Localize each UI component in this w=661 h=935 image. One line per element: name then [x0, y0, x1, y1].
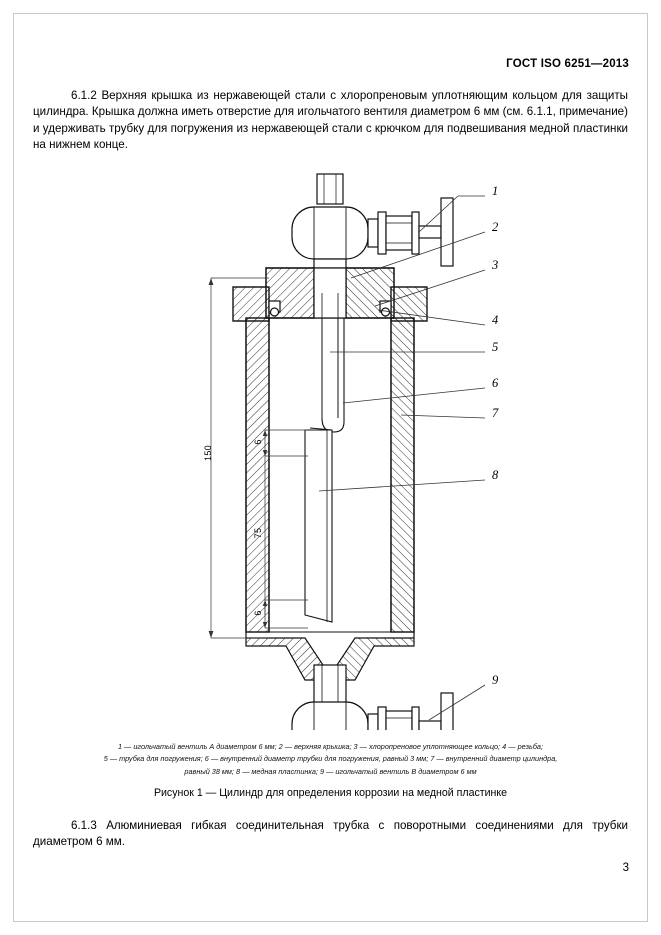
paragraph-6-1-2-number: 6.1.2	[71, 89, 97, 102]
bottom-needle-valve-assembly	[291, 692, 454, 730]
figure-legend: 1 — игольчатый вентиль А диаметром 6 мм;…	[45, 741, 616, 778]
dimension-top-gap: 6	[253, 439, 263, 445]
callout-5: 5	[492, 340, 499, 354]
copper-plate	[304, 427, 333, 623]
figure-caption: Рисунок 1 — Цилиндр для определения корр…	[153, 787, 508, 799]
dimension-plate-length: 75	[253, 527, 263, 539]
dimension-overall-length: 150	[203, 445, 213, 461]
callout-6: 6	[492, 376, 499, 390]
immersion-tube	[310, 318, 345, 443]
callout-3: 3	[492, 258, 499, 272]
callout-8: 8	[492, 468, 499, 482]
standard-header: ГОСТ ISO 6251—2013	[506, 58, 629, 70]
callout-leader-lines	[318, 195, 486, 721]
callout-4: 4	[492, 313, 499, 327]
paragraph-6-1-3-number: 6.1.3	[71, 819, 97, 832]
top-lid-flange	[265, 267, 395, 319]
bottom-neck	[313, 664, 347, 706]
callout-1: 1	[492, 184, 499, 198]
figure-legend-line-1: 1 — игольчатый вентиль А диаметром 6 мм;…	[117, 742, 544, 751]
callout-2: 2	[492, 220, 499, 234]
cylinder-top-collar	[232, 286, 428, 322]
page-number: 3	[622, 862, 629, 874]
paragraph-6-1-2: 6.1.2 Верхняя крышка из нержавеющей стал…	[33, 88, 628, 153]
paragraph-6-1-3: 6.1.3 Алюминиевая гибкая соединительная …	[33, 818, 628, 851]
cylinder-technical-drawing	[208, 173, 486, 730]
paragraph-6-1-3-text: Алюминиевая гибкая соединительная трубка…	[33, 819, 628, 849]
figure-legend-line-3: равный 38 мм; 8 — медная пластинка; 9 — …	[184, 766, 477, 776]
paragraph-6-1-2-text: Верхняя крышка из нержавеющей стали с хл…	[33, 89, 628, 151]
callout-7: 7	[492, 406, 499, 420]
figure-legend-line-2: 5 — трубка для погружения; 6 — внутренни…	[103, 754, 558, 764]
dimension-lines	[208, 277, 308, 639]
figure-1-drawing: 1 2 3 4 5 6 7 8 9 150 6 75 6	[33, 160, 628, 730]
callout-9: 9	[492, 673, 499, 687]
dimension-bottom-gap: 6	[253, 610, 263, 616]
